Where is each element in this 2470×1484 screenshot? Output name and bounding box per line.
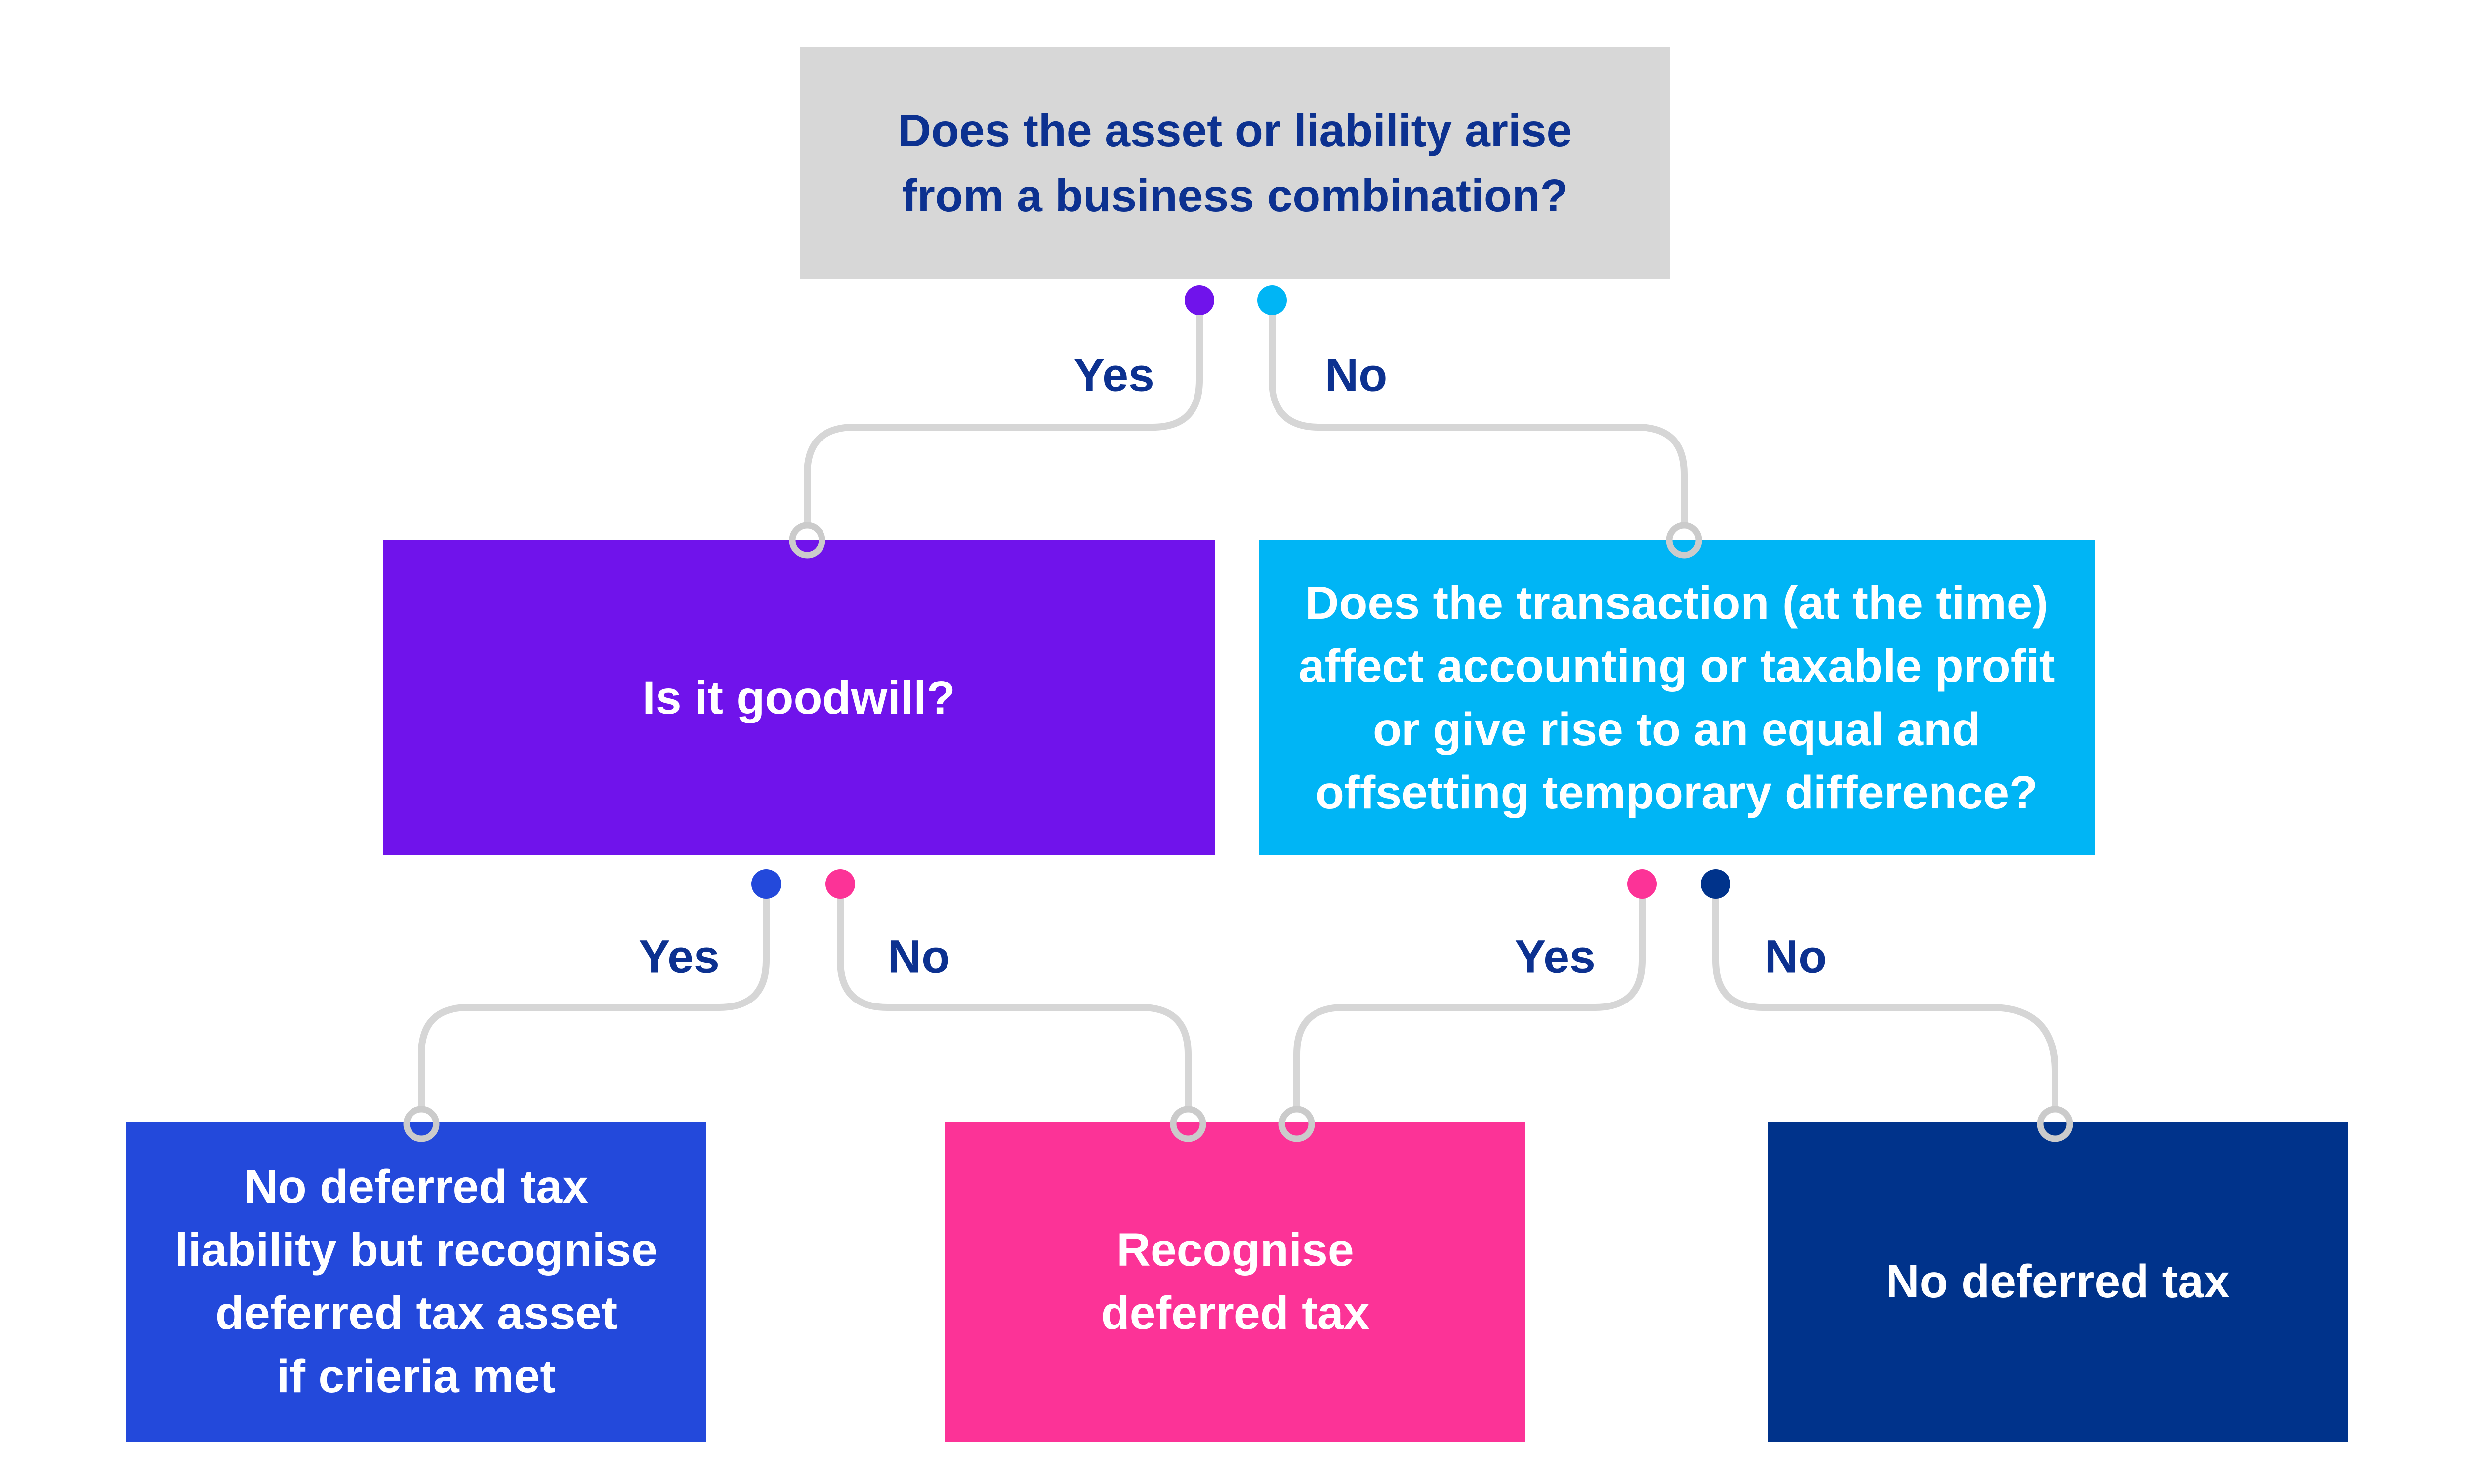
branch-label-root-no: No — [1324, 349, 1388, 401]
connector-goodwill-no — [837, 884, 1192, 1107]
branch-label-transaction-no: No — [1764, 930, 1827, 983]
connector-root-yes — [804, 300, 1203, 523]
dot-root-no — [1257, 285, 1287, 315]
node-goodwill-question-label: Is it goodwill? — [642, 671, 955, 724]
node-outcome-no-deferred-tax-liability-label: No deferred tax liability but recognise … — [175, 1160, 658, 1403]
connector-root-no — [1269, 300, 1688, 523]
connector-goodwill-yes — [418, 884, 770, 1107]
branch-label-root-yes: Yes — [1073, 349, 1154, 401]
dot-root-yes — [1185, 285, 1214, 315]
dot-transaction-yes — [1627, 869, 1657, 899]
branch-label-goodwill-no: No — [887, 930, 950, 983]
dot-goodwill-yes — [751, 869, 781, 899]
node-business-combination-question: Does the asset or liability arise from a… — [800, 47, 1670, 279]
dot-goodwill-no — [825, 869, 855, 899]
connector-transaction-no — [1712, 884, 2058, 1107]
branch-label-transaction-yes: Yes — [1515, 930, 1596, 983]
node-transaction-question: Does the transaction (at the time) affec… — [1259, 540, 2095, 855]
node-outcome-no-deferred-tax-label: No deferred tax — [1886, 1255, 2230, 1308]
dot-transaction-no — [1701, 869, 1730, 899]
node-outcome-recognise-deferred-tax: Recognise deferred tax — [945, 1122, 1525, 1442]
connector-transaction-yes — [1293, 884, 1646, 1107]
node-outcome-recognise-deferred-tax-label: Recognise deferred tax — [1101, 1223, 1370, 1339]
node-business-combination-question-label: Does the asset or liability arise from a… — [898, 104, 1572, 221]
branch-label-goodwill-yes: Yes — [639, 930, 720, 983]
node-transaction-question-label: Does the transaction (at the time) affec… — [1298, 576, 2055, 819]
node-outcome-no-deferred-tax-liability: No deferred tax liability but recognise … — [126, 1122, 706, 1442]
node-outcome-no-deferred-tax: No deferred tax — [1768, 1122, 2348, 1442]
node-goodwill-question: Is it goodwill? — [383, 540, 1215, 855]
